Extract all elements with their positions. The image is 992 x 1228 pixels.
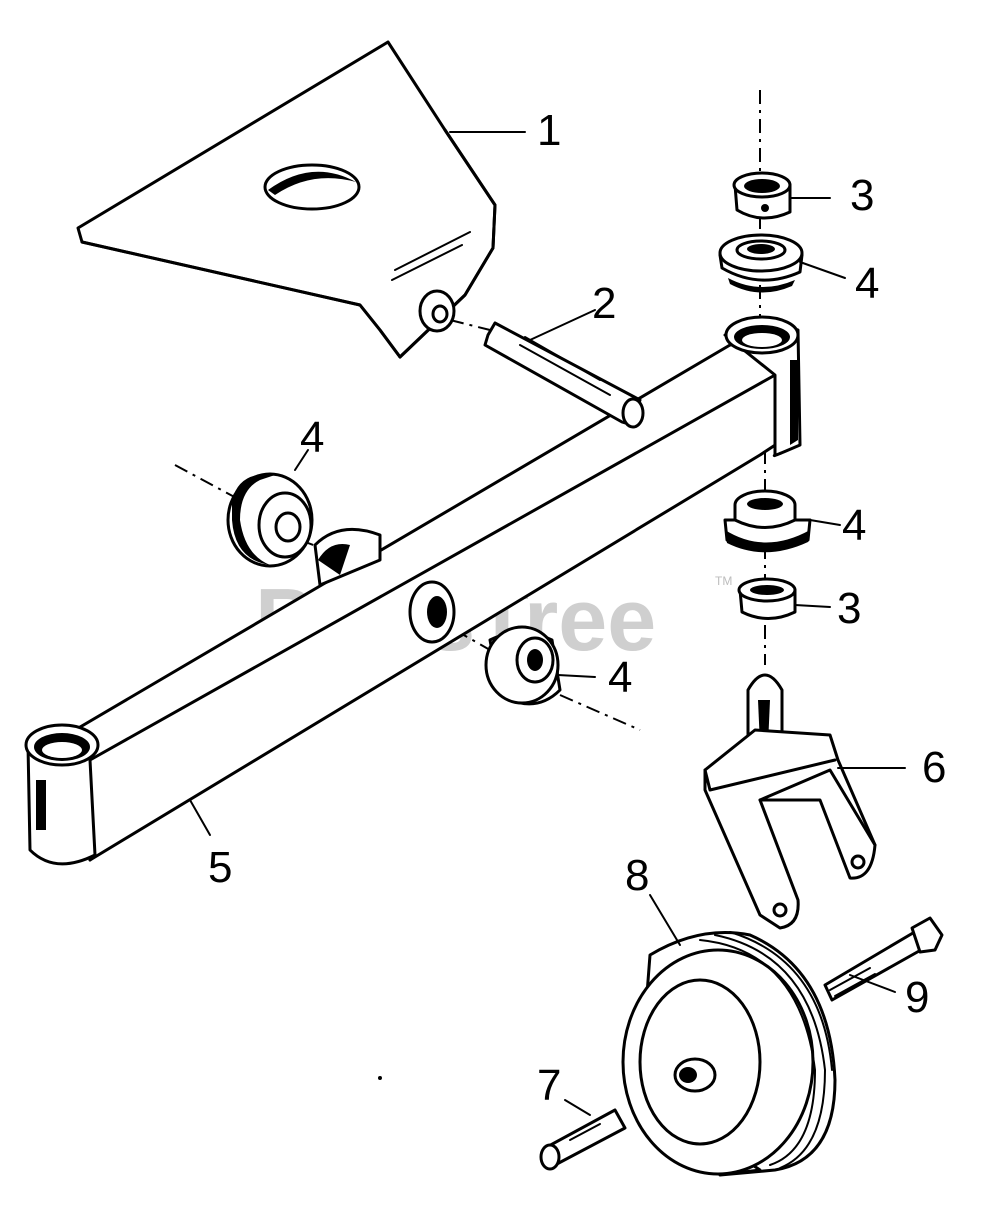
part-9-bolt [823, 916, 944, 1002]
part-8-wheel [621, 931, 837, 1177]
callout-4-left: 4 [300, 413, 324, 462]
callout-4-top: 4 [855, 259, 879, 308]
part-4-bushing-left [226, 472, 314, 568]
callout-6: 6 [922, 743, 946, 792]
part-5-axle-beam [24, 315, 802, 866]
callout-3-top: 3 [850, 171, 874, 220]
callout-8: 8 [625, 851, 649, 900]
part-3-collar-top [732, 171, 792, 220]
callout-9: 9 [905, 973, 929, 1022]
part-3-collar-lower [737, 577, 797, 620]
part-7-axle-pin [539, 1108, 627, 1171]
part-4-bushing-top [718, 233, 804, 293]
part-4-bushing-center [408, 580, 562, 706]
leader-lines [189, 131, 906, 1116]
watermark-trademark: TM [715, 574, 732, 588]
callouts: 1 2 3 4 4 4 3 4 6 5 8 9 7 [208, 106, 946, 1110]
part-6-caster-fork [703, 673, 877, 930]
part-1-bracket-plate [76, 40, 497, 359]
callout-4-lower-right: 4 [842, 501, 866, 550]
callout-7: 7 [537, 1061, 561, 1110]
callout-2: 2 [592, 279, 616, 328]
callout-3-lower: 3 [837, 584, 861, 633]
part-4-bushing-lower-right [723, 489, 812, 553]
callout-5: 5 [208, 843, 232, 892]
stray-dot [378, 1076, 382, 1080]
callout-1: 1 [537, 106, 561, 155]
part-2-pin [483, 321, 645, 429]
callout-4-center: 4 [608, 653, 632, 702]
